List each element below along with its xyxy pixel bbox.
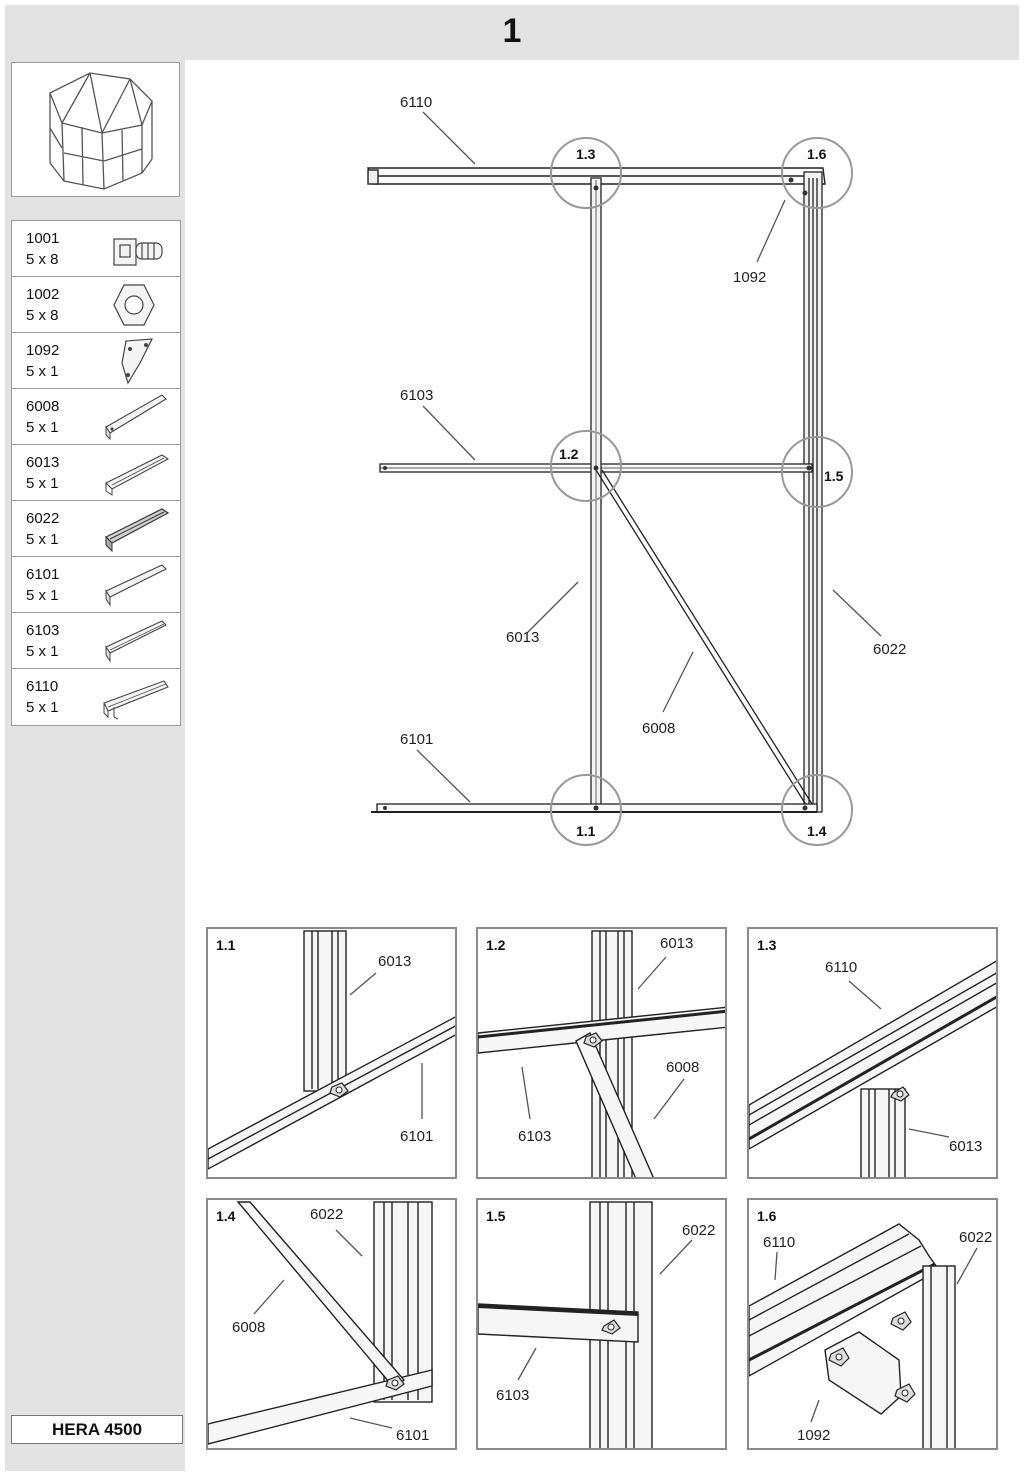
center-post: [590, 177, 602, 813]
profile-icon: [103, 680, 169, 720]
nut-icon: [113, 284, 155, 326]
part-label: 6110: [400, 94, 432, 111]
bolt-icon: [113, 238, 163, 266]
part-label: 6008: [642, 720, 675, 737]
part-quantity: 5 x 8: [26, 251, 59, 268]
top-beam: [367, 167, 826, 185]
detail-label: 1092: [797, 1427, 830, 1444]
part-code: 6008: [26, 398, 60, 415]
greenhouse-icon: [49, 72, 153, 190]
detail-label: 6022: [959, 1229, 992, 1246]
part-quantity: 5 x 1: [26, 643, 59, 660]
part-code: 6101: [26, 566, 60, 583]
part-quantity: 5 x 1: [26, 363, 59, 380]
part-quantity: 5 x 1: [26, 419, 59, 436]
part-label: 1092: [733, 269, 766, 286]
callout-circle-1-3: [550, 137, 622, 209]
diagonal-brace: [595, 469, 813, 809]
callout-circle-1-4: [781, 774, 853, 846]
callout-circle-1-1: [550, 774, 622, 846]
part-quantity: 5 x 1: [26, 587, 59, 604]
part-code: 6110: [26, 678, 59, 695]
profile-icon: [105, 394, 167, 441]
part-quantity: 5 x 1: [26, 699, 59, 716]
detail-1-2: 6013 6008 6103 1.2: [476, 927, 727, 1179]
callout-circle-1-6: [781, 137, 853, 209]
assembly-diagram: 1.3 1.6 1.2 1.5 1.1 1.4 6110 1092 6103 6…: [367, 94, 906, 846]
callout-circle-1-5: [781, 436, 853, 508]
profile-icon: [105, 454, 170, 496]
detail-label: 6110: [763, 1234, 795, 1251]
corner-plate-icon: [121, 338, 154, 385]
part-row: 6008 5 x 1: [12, 389, 180, 445]
part-row: 6103 5 x 1: [12, 613, 180, 669]
part-quantity: 5 x 1: [26, 531, 59, 548]
detail-1-1: 6013 6101 1.1: [206, 927, 457, 1179]
detail-label: 6008: [232, 1319, 265, 1336]
detail-label: 6110: [825, 959, 857, 976]
part-code: 1092: [26, 342, 60, 359]
detail-id: 1.2: [486, 937, 506, 953]
right-post: [803, 171, 823, 813]
detail-label: 6013: [378, 953, 411, 970]
parts-list: 1001 5 x 8 1002 5 x 8 1092 5 x 1 6008 5 …: [11, 220, 181, 726]
detail-1-4: 6022 6008 6101 1.4: [206, 1198, 457, 1450]
detail-label: 6103: [518, 1128, 551, 1145]
part-code: 6022: [26, 510, 60, 527]
part-row: 6013 5 x 1: [12, 445, 180, 501]
detail-1-6: 6110 6022 1092 1.6: [747, 1198, 998, 1450]
part-row: 6101 5 x 1: [12, 557, 180, 613]
part-quantity: 5 x 1: [26, 475, 59, 492]
part-label: 6101: [400, 731, 433, 748]
detail-id: 1.5: [486, 1208, 506, 1224]
detail-label: 6013: [660, 935, 693, 952]
model-name: HERA 4500: [11, 1415, 183, 1444]
part-row: 1092 5 x 1: [12, 333, 180, 389]
detail-id: 1.3: [757, 937, 777, 953]
step-number: 1: [502, 12, 522, 50]
greenhouse-thumbnail: [11, 62, 180, 197]
detail-1-3: 6110 6013 1.3: [747, 927, 998, 1179]
detail-label: 6101: [400, 1128, 433, 1145]
step-header: [5, 5, 1019, 60]
part-code: 6013: [26, 454, 60, 471]
detail-1-5: 6022 6103 1.5: [476, 1198, 727, 1450]
detail-label: 6103: [496, 1387, 529, 1404]
detail-label: 6008: [666, 1059, 699, 1076]
callout-circle-1-2: [550, 430, 622, 502]
callout-label: 1.4: [807, 823, 827, 839]
detail-label: 6101: [396, 1427, 429, 1444]
part-label: 6022: [873, 641, 906, 658]
callout-label: 1.5: [824, 468, 844, 484]
part-label: 6013: [506, 629, 539, 646]
profile-icon: [105, 564, 167, 607]
profile-icon: [105, 620, 167, 663]
callout-label: 1.3: [576, 146, 596, 162]
callout-label: 1.2: [559, 446, 579, 462]
part-code: 6103: [26, 622, 60, 639]
part-code: 1001: [26, 230, 60, 247]
detail-id: 1.1: [216, 937, 236, 953]
profile-icon: [104, 508, 170, 553]
detail-id: 1.6: [757, 1208, 777, 1224]
callout-label: 1.1: [576, 823, 596, 839]
part-code: 1002: [26, 286, 60, 303]
callout-label: 1.6: [807, 146, 827, 162]
detail-id: 1.4: [216, 1208, 236, 1224]
part-row: 6022 5 x 1: [12, 501, 180, 557]
detail-label: 6022: [310, 1206, 343, 1223]
part-row: 1002 5 x 8: [12, 277, 180, 333]
part-quantity: 5 x 8: [26, 307, 59, 324]
part-row: 1001 5 x 8: [12, 221, 180, 277]
detail-label: 6013: [949, 1138, 982, 1155]
part-label: 6103: [400, 387, 433, 404]
detail-label: 6022: [682, 1222, 715, 1239]
part-row: 6110 5 x 1: [12, 669, 180, 725]
